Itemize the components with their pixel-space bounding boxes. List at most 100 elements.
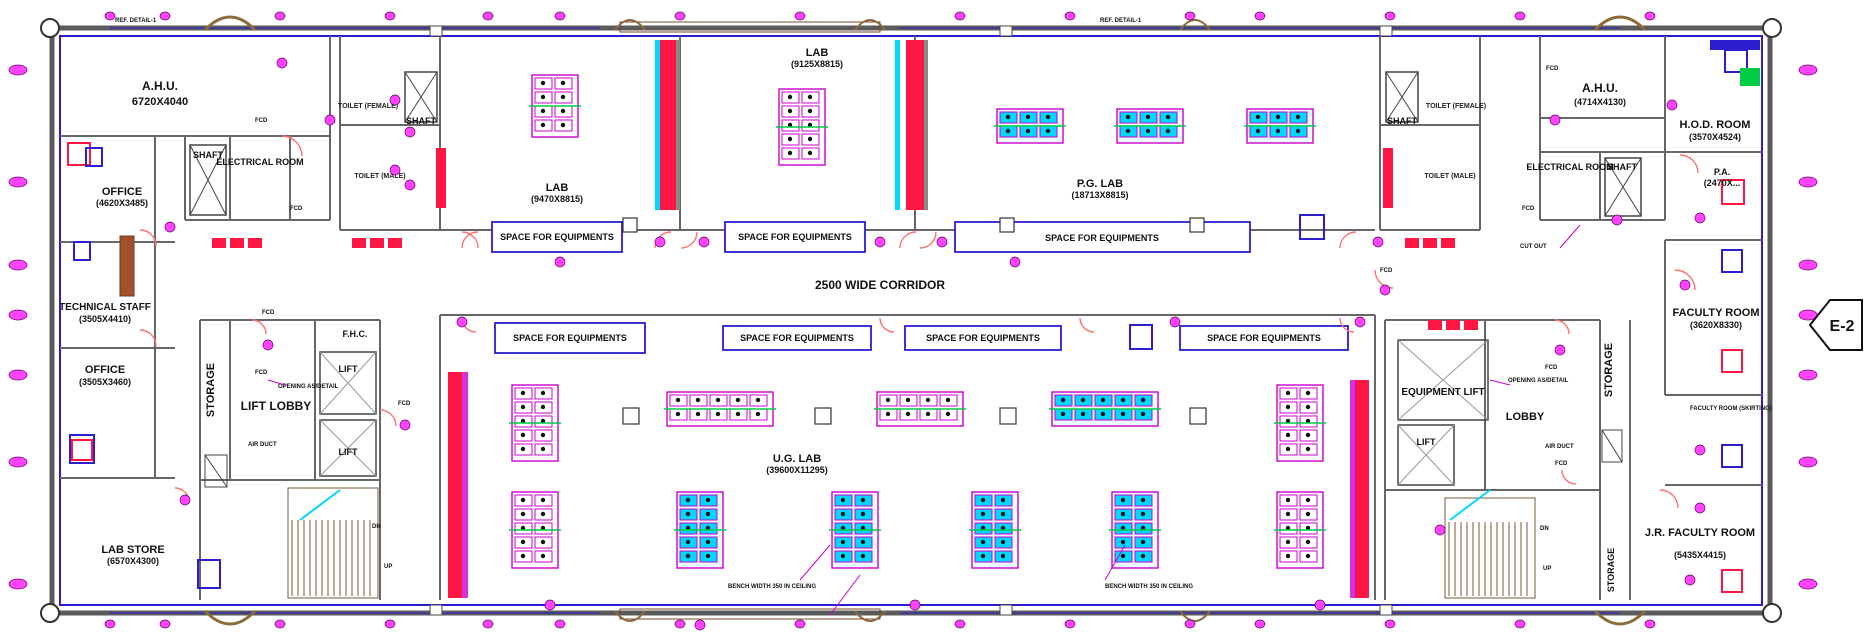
- chair-mark: [705, 539, 711, 545]
- grid-bubble: [8, 456, 28, 468]
- chair-mark: [540, 94, 546, 100]
- chair-mark: [1025, 128, 1031, 134]
- office-bottom-size: (3505X3460): [79, 377, 131, 387]
- chair-mark: [540, 525, 546, 531]
- dn-right: DN: [1540, 526, 1549, 532]
- grid-bubble: [104, 11, 116, 21]
- shaft-toilet-left-name: SHAFT: [406, 116, 436, 126]
- up-right: UP: [1543, 566, 1551, 572]
- chair-mark: [520, 553, 526, 559]
- faculty-room-name: FACULTY ROOM: [1673, 307, 1760, 319]
- chair-mark: [540, 122, 546, 128]
- grid-bubble: [1514, 11, 1526, 21]
- grid-bubble: [384, 11, 396, 21]
- grid-bubble: [8, 309, 28, 321]
- ref-detail-right: REF. DETAIL-1: [1100, 18, 1142, 24]
- grid-bubble: [1644, 11, 1656, 21]
- lift-a-name: LIFT: [339, 364, 358, 374]
- chair-mark: [1295, 114, 1301, 120]
- equipment-spaces: SPACE FOR EQUIPMENTS SPACE FOR EQUIPMENT…: [491, 221, 1349, 354]
- tag-bubble: [399, 419, 411, 431]
- chair-mark: [1140, 525, 1146, 531]
- tag-bubble: [874, 236, 886, 248]
- notes: REF. DETAIL-1 REF. DETAIL-1 FCD FCD FCD …: [115, 18, 1772, 590]
- chair-mark: [685, 511, 691, 517]
- chair-mark: [1140, 411, 1146, 417]
- internal-walls: [60, 36, 1762, 600]
- chair-mark: [755, 411, 761, 417]
- chair-mark: [840, 511, 846, 517]
- grid-bubble: [1798, 369, 1818, 381]
- chair-mark: [1305, 432, 1311, 438]
- tag-bubble: [694, 619, 706, 631]
- grid-bubble: [1184, 11, 1196, 21]
- shaft-left-name: SHAFT: [193, 150, 223, 160]
- chair-mark: [885, 411, 891, 417]
- chair-mark: [705, 553, 711, 559]
- grid-bubble: [794, 11, 806, 21]
- rack-strips: [462, 40, 1356, 598]
- air-duct-right: AIR DUCT: [1545, 444, 1574, 450]
- technical-staff-size: (3505X4410): [79, 314, 131, 324]
- tag-bubble: [164, 221, 176, 233]
- chair-mark: [807, 108, 813, 114]
- equip-space-2-label: SPACE FOR EQUIPMENTS: [738, 232, 852, 242]
- lift-a: [319, 351, 377, 415]
- chair-mark: [1275, 128, 1281, 134]
- chair-mark: [560, 80, 566, 86]
- grid-bubble: [8, 176, 28, 188]
- chair-mark: [1285, 432, 1291, 438]
- electrical-right-name: ELECTRICAL ROOM: [1526, 162, 1613, 172]
- lab-1-size: (9470X8815): [531, 194, 583, 204]
- chair-mark: [980, 553, 986, 559]
- chair-mark: [1120, 497, 1126, 503]
- tag-bubble: [276, 57, 288, 69]
- air-duct-left: AIR DUCT: [248, 442, 277, 448]
- chair-mark: [885, 397, 891, 403]
- chair-mark: [1125, 114, 1131, 120]
- chair-mark: [1125, 128, 1131, 134]
- jr-faculty-room-size: (5435X4415): [1674, 550, 1726, 560]
- chair-mark: [787, 94, 793, 100]
- office-bottom-name: OFFICE: [85, 364, 125, 376]
- equipment-lift-name: EQUIPMENT LIFT: [1401, 387, 1484, 398]
- room-labels: A.H.U. 6720X4040 OFFICE (4620X3485) ELEC…: [59, 47, 1759, 592]
- equip-space-3-label: SPACE FOR EQUIPMENTS: [1045, 233, 1159, 243]
- chair-mark: [925, 411, 931, 417]
- chair-mark: [1000, 539, 1006, 545]
- chair-mark: [1255, 128, 1261, 134]
- grid-bubble: [482, 11, 494, 21]
- stair-left: [287, 487, 379, 599]
- tag-bubble: [324, 114, 336, 126]
- chair-mark: [1305, 404, 1311, 410]
- chair-mark: [520, 525, 526, 531]
- dn-left: DN: [372, 524, 381, 530]
- chair-mark: [925, 397, 931, 403]
- chair-mark: [695, 411, 701, 417]
- chair-mark: [705, 497, 711, 503]
- grid-bubble: [954, 619, 966, 629]
- chair-mark: [1285, 446, 1291, 452]
- fhc-name: F.H.C.: [342, 329, 367, 339]
- ahu-left-name: A.H.U.: [142, 79, 178, 93]
- equip-space-7-label: SPACE FOR EQUIPMENTS: [1207, 333, 1321, 343]
- shafts-and-lifts: [189, 71, 1642, 488]
- chair-mark: [540, 418, 546, 424]
- chair-mark: [560, 94, 566, 100]
- grid-bubble: [274, 619, 286, 629]
- grid-bubble: [482, 619, 494, 629]
- fcd-note-10: FCD: [1555, 461, 1568, 467]
- shaft-right-name: SHAFT: [1607, 162, 1637, 172]
- fcd-note-4: FCD: [255, 370, 268, 376]
- tag-bubble: [1354, 316, 1366, 328]
- chair-mark: [675, 411, 681, 417]
- grid-bubble: [8, 578, 28, 590]
- technical-staff-name: TECHNICAL STAFF: [59, 302, 151, 313]
- grid-bubble: [554, 11, 566, 21]
- equip-space-4-label: SPACE FOR EQUIPMENTS: [513, 333, 627, 343]
- grid-bubble: [1064, 619, 1076, 629]
- fcd-note-1: FCD: [255, 118, 268, 124]
- pg-lab-size: (18713X8815): [1071, 190, 1128, 200]
- chair-mark: [540, 511, 546, 517]
- tag-bubble: [698, 236, 710, 248]
